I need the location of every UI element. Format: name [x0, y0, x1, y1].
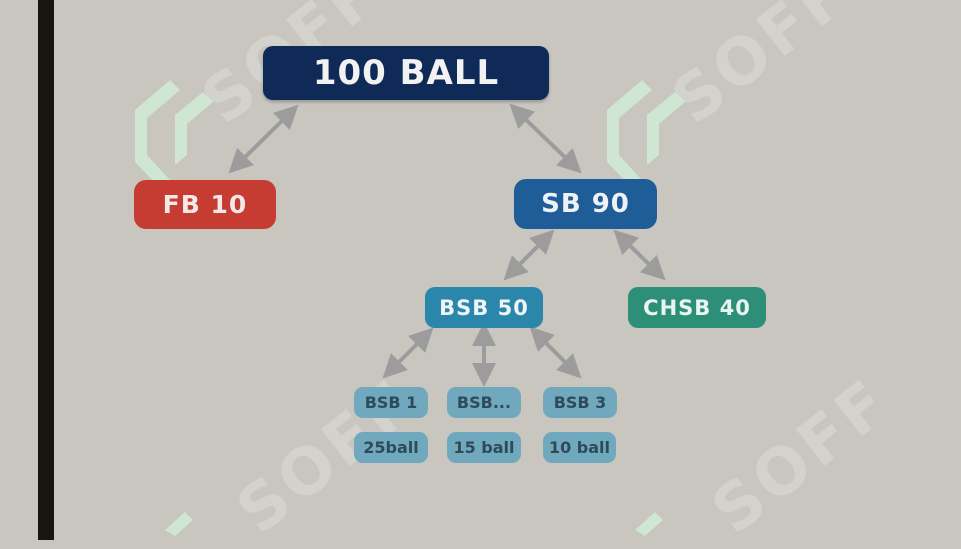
arrow-sb-bsb: [503, 229, 555, 281]
left-border-bar: [38, 0, 54, 540]
watermark-logo-icon: [135, 80, 213, 188]
bsb-child-value: 15 ball: [447, 432, 521, 463]
bsb-child-label: BSB...: [447, 387, 521, 418]
arrow-root-fb: [228, 104, 299, 174]
watermark-logo-icon: [635, 512, 663, 536]
watermark-logo-icon: [607, 80, 685, 188]
bsb-child-label: BSB 1: [354, 387, 428, 418]
bsb-node: BSB 50: [425, 287, 543, 328]
chsb-node: CHSB 40: [628, 287, 766, 328]
bsb-child-value: 10 ball: [543, 432, 616, 463]
watermark-logo-icon: [165, 512, 193, 536]
root-node: 100 BALL: [263, 46, 549, 100]
arrow-sb-chsb: [613, 229, 666, 281]
bsb-child-label: BSB 3: [543, 387, 617, 418]
bsb-child-value: 25ball: [354, 432, 428, 463]
arrow-bsb-leaf1: [382, 327, 434, 379]
fb-node: FB 10: [134, 180, 276, 229]
sb-node: SB 90: [514, 179, 657, 229]
arrow-bsb-leaf3: [529, 326, 582, 379]
arrow-root-sb: [509, 103, 582, 174]
